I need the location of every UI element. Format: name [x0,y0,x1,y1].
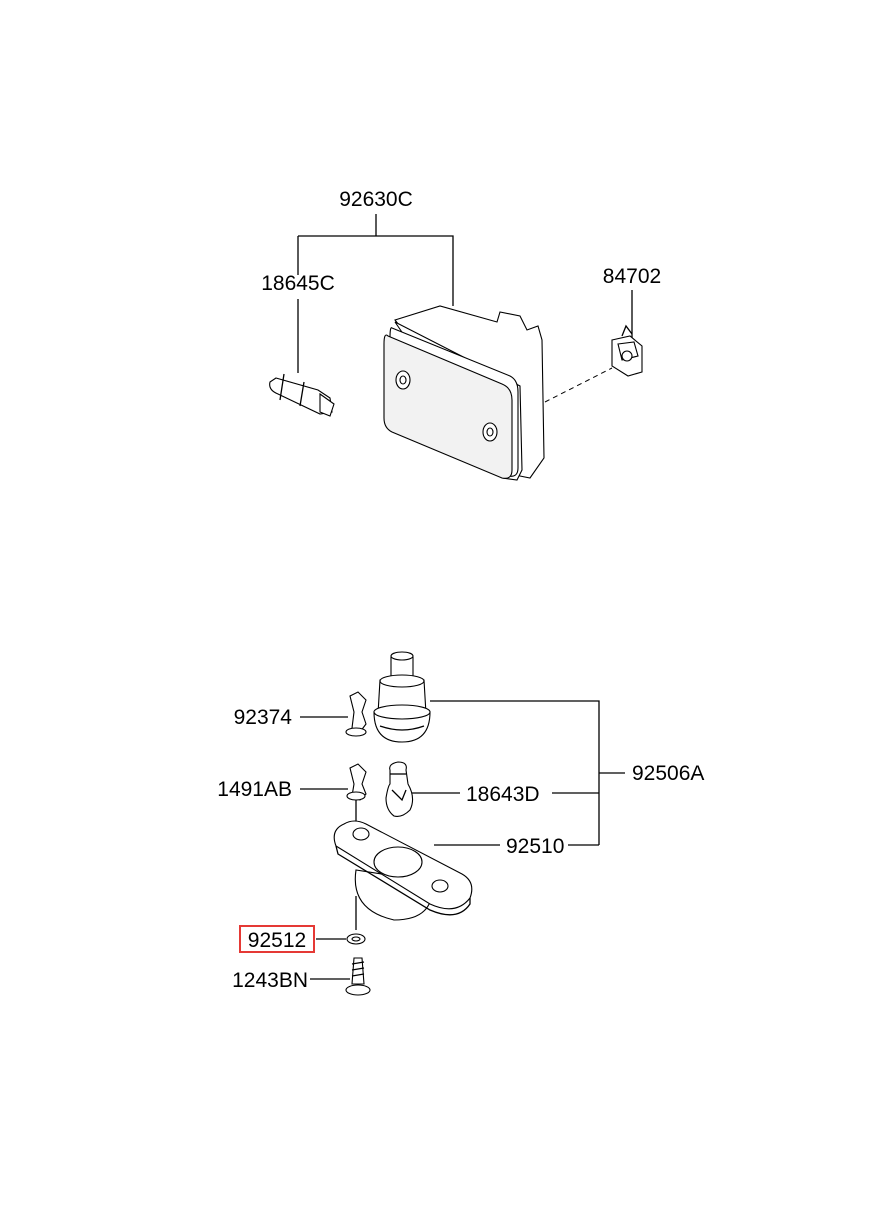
label-92630C: 92630C [339,188,413,211]
bulb-18645C [269,373,335,417]
label-84702: 84702 [603,265,661,288]
lamp-housing [383,305,545,481]
label-1243BN: 1243BN [232,969,308,992]
lower-assembly: 92374 92506A 1491AB 18643D 92510 92512 1… [217,651,704,996]
label-92374: 92374 [234,706,293,729]
leader-84702-dashed [544,367,613,403]
washer-92512 [316,896,366,945]
label-92506A: 92506A [632,762,704,785]
clip-92374 [300,691,367,737]
clip-84702 [611,324,643,377]
plate-92510 [333,820,500,921]
leader-92630C-bracket [298,235,454,306]
socket-body [373,651,431,743]
screw-1243BN [310,957,371,996]
label-18645C: 18645C [261,272,335,295]
label-92512: 92512 [248,929,306,952]
highlight-box-92512 [239,925,315,953]
label-18643D: 18643D [466,783,540,806]
label-1491AB: 1491AB [217,778,292,801]
bulb-18643D [385,761,460,817]
upper-assembly: 92630C 18645C 84702 [261,188,661,481]
leader-92506A-bracket [430,700,600,845]
label-92510: 92510 [506,835,564,858]
